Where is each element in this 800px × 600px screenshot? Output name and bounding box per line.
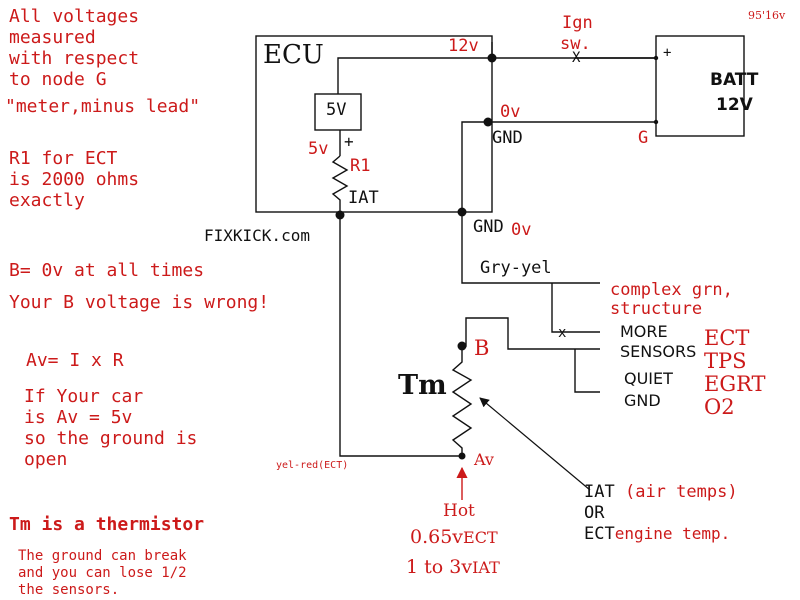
ign-switch-label: sw. (560, 34, 591, 54)
more-sensors-wire (551, 283, 600, 333)
gnd-out-label: GND (473, 217, 504, 237)
legend-iat-desc: (air temps) (624, 482, 738, 502)
sensor-list-item: ECT (704, 326, 750, 350)
legend-ect: ECTengine temp. (584, 526, 730, 543)
iat-voltage-reading: 1 to 3vIAT (406, 558, 500, 577)
thermistor-tm (451, 346, 473, 456)
legend-ect-desc: engine temp. (614, 524, 731, 543)
ect-voltage-reading: 0.65vECT (410, 528, 498, 547)
battery-box (655, 35, 745, 137)
note-line: is Av = 5v (24, 407, 133, 428)
battery-label: BATT (710, 70, 759, 90)
legend-ect-abbr: ECT (584, 524, 615, 544)
note-ohms-law: Av= I x R (26, 350, 124, 371)
note-thermistor: Tm is a thermistor (9, 514, 205, 535)
quiet-gnd-label: GND (624, 391, 661, 410)
r1-label: R1 (350, 156, 371, 176)
iat-voltage-unit: IAT (472, 558, 500, 577)
ign-switch-mark: X (572, 50, 581, 66)
legend-iat: IAT (air temps) (584, 484, 738, 501)
yel-red-label: yel-red(ECT) (276, 460, 349, 471)
ect-voltage-unit: ECT (463, 528, 498, 547)
sensor-list-item: EGRT (704, 372, 766, 396)
note-line: exactly (9, 190, 85, 211)
sensor-list-item: O2 (704, 395, 735, 419)
ign-switch-label: Ign (562, 13, 593, 33)
r1-plus-label: + (344, 132, 354, 151)
gnd-out-0v-label: 0v (511, 220, 532, 240)
node-av-label: Av (474, 450, 494, 469)
note-line: and you can lose 1/2 (18, 565, 187, 581)
note-line: so the ground is (24, 428, 198, 449)
note-b-zero: B= 0v at all times (9, 260, 205, 281)
iat-ect-pointer-arrow (479, 397, 591, 491)
battery-plus-label: + (663, 45, 672, 61)
regulator-label: 5V (326, 100, 347, 120)
note-line: is 2000 ohms (9, 169, 140, 190)
note-line: The ground can break (18, 548, 187, 564)
note-line: If Your car (24, 386, 144, 407)
ecu-12v-label: 12v (448, 36, 479, 56)
complex-structure-label: complex grn, (610, 280, 733, 300)
ecu-gnd-label: GND (492, 128, 523, 148)
more-sensors-label: SENSORS (620, 342, 697, 361)
note-line: open (24, 449, 68, 470)
diagram-code: 95'16v (748, 9, 786, 22)
ecu-0v-label: 0v (500, 102, 521, 122)
harness-x-mark: x (558, 325, 567, 341)
quiet-gnd-label: QUIET (624, 369, 673, 388)
sensor-list-item: TPS (704, 349, 747, 373)
note-meter-minus: "meter,minus lead" (5, 96, 201, 117)
signal-wire-yel-red (339, 215, 462, 457)
battery-label: 12V (716, 95, 753, 115)
ecu-5v-label: 5v (308, 139, 329, 159)
site-label: FIXKICK.com (204, 226, 310, 245)
note-line: with respect (9, 48, 140, 69)
note-line: R1 for ECT (9, 148, 118, 169)
ecu-ground-internal (461, 121, 488, 212)
note-line: the sensors. (18, 582, 120, 598)
iat-voltage-range: 1 to 3v (406, 556, 473, 578)
node-b-label: B (474, 336, 490, 360)
note-b-wrong: Your B voltage is wrong! (9, 292, 270, 313)
note-line: measured (9, 27, 96, 48)
ect-voltage-value: 0.65v (410, 526, 464, 548)
node-g-label: G (638, 128, 649, 148)
thermistor-label: Tm (398, 370, 447, 401)
legend-or: OR (584, 503, 605, 523)
quiet-gnd-wire (574, 349, 600, 393)
regulator-feed-wire (337, 57, 492, 94)
legend-iat-abbr: IAT (584, 482, 615, 502)
ecu-title: ECU (263, 40, 324, 70)
note-line: to node G (9, 69, 107, 90)
hot-label: Hot (443, 501, 475, 521)
gry-yel-wire (461, 212, 600, 284)
note-line: All voltages (9, 6, 140, 27)
r1-resistor (331, 155, 349, 215)
gry-yel-label: Gry-yel (480, 258, 552, 278)
iat-label: IAT (348, 188, 379, 208)
complex-structure-label: structure (610, 299, 703, 319)
more-sensors-label: MORE (620, 322, 668, 341)
